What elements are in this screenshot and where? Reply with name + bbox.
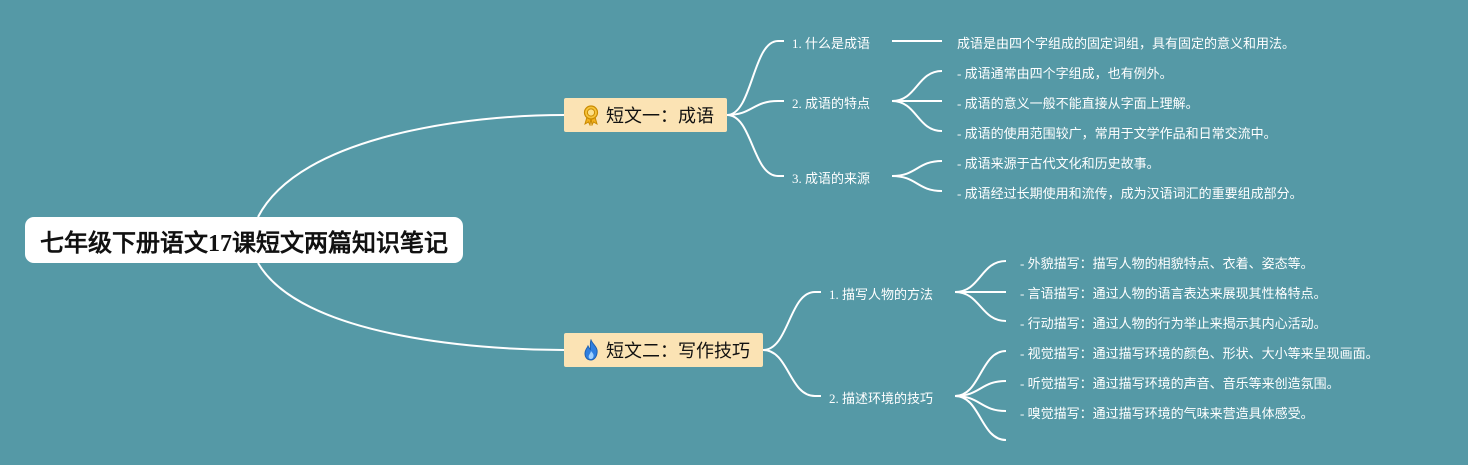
detail-item[interactable]: 成语是由四个字组成的固定词组，具有固定的意义和用法。 [957, 36, 1296, 51]
connector-branch-topic [762, 349, 816, 397]
branch-chengyu-label: 短文一：成语 [606, 106, 714, 126]
root-title[interactable]: 七年级下册语文17课短文两篇知识笔记 [25, 217, 463, 263]
detail-item[interactable]: - 成语的意义一般不能直接从字面上理解。 [957, 96, 1199, 111]
topic-environment-description[interactable]: 2. 描述环境的技巧 [829, 391, 934, 406]
detail-item[interactable]: - 成语经过长期使用和流传，成为汉语词汇的重要组成部分。 [957, 186, 1303, 201]
connector-root-branch [257, 114, 565, 218]
connector-topic-detail [891, 160, 943, 177]
connector-topic-detail [891, 175, 943, 192]
connector-topic-detail [954, 395, 1007, 441]
connector-topic-detail [891, 70, 943, 102]
connector-topic-detail [891, 100, 943, 132]
detail-item[interactable]: - 成语通常由四个字组成，也有例外。 [957, 66, 1173, 81]
fire-icon [584, 339, 598, 361]
award-ribbon-icon [583, 105, 599, 126]
topic-chengyu-origin[interactable]: 3. 成语的来源 [792, 171, 871, 186]
detail-item[interactable]: - 嗅觉描写：通过描写环境的气味来营造具体感受。 [1020, 406, 1314, 421]
connector-topic-detail [954, 260, 1007, 293]
topic-chengyu-features[interactable]: 2. 成语的特点 [792, 96, 871, 111]
detail-item[interactable]: - 外貌描写：描写人物的相貌特点、衣着、姿态等。 [1020, 256, 1314, 271]
branch-writing-skills[interactable]: 短文二：写作技巧 [564, 333, 763, 367]
detail-item[interactable]: - 视觉描写：通过描写环境的颜色、形状、大小等来呈现画面。 [1020, 346, 1379, 361]
branch-chengyu[interactable]: 短文一：成语 [564, 98, 727, 132]
connector-root-branch [257, 262, 565, 351]
detail-item[interactable]: - 行动描写：通过人物的行为举止来揭示其内心活动。 [1020, 316, 1327, 331]
connector-branch-topic [726, 100, 779, 116]
detail-item[interactable]: - 成语的使用范围较广，常用于文学作品和日常交流中。 [957, 126, 1277, 141]
connector-branch-topic [762, 291, 816, 351]
detail-item[interactable]: - 听觉描写：通过描写环境的声音、音乐等来创造氛围。 [1020, 376, 1340, 391]
topic-what-is-chengyu[interactable]: 1. 什么是成语 [792, 36, 871, 51]
topic-character-description[interactable]: 1. 描写人物的方法 [829, 287, 934, 302]
connector-branch-topic [726, 114, 779, 177]
connector-topic-detail [954, 291, 1007, 322]
branch-writing-skills-label: 短文二：写作技巧 [606, 341, 750, 361]
detail-item[interactable]: - 言语描写：通过人物的语言表达来展现其性格特点。 [1020, 286, 1327, 301]
connector-branch-topic [726, 40, 779, 116]
detail-item[interactable]: - 成语来源于古代文化和历史故事。 [957, 156, 1160, 171]
